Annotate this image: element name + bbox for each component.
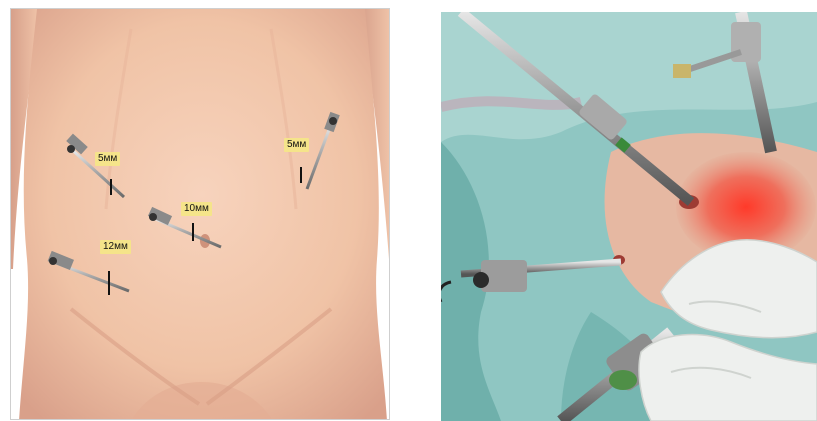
surgical-photo [441,12,817,421]
trocar-size-label: 5мм [95,152,120,166]
trocar-size-label: 5мм [284,138,309,152]
trocar-size-label: 12мм [100,240,131,254]
trocar-size-label: 10мм [181,202,212,216]
surgical-photo-panel [441,12,817,421]
torso-illustration-panel: 5мм 5мм 10мм 12мм [10,8,390,420]
